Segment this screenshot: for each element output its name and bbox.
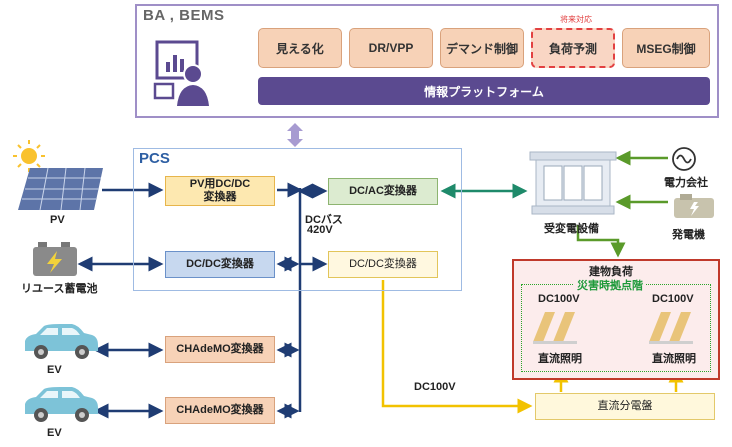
- module-mseg-control: MSEG制御: [622, 28, 710, 68]
- generator-label: 発電機: [672, 229, 705, 241]
- ev-label-2: EV: [47, 427, 62, 439]
- module-load-forecast: 負荷予測: [531, 28, 615, 68]
- pcs-title: PCS: [139, 150, 170, 167]
- module-dr-vpp: DR/VPP: [349, 28, 433, 68]
- utility-label: 電力会社: [664, 177, 708, 189]
- operator-dashboard-icon: [153, 40, 209, 106]
- dc-light-icon: [533, 312, 577, 344]
- solar-panel-icon: [13, 140, 103, 211]
- future-support-note: 将来対応: [560, 15, 592, 24]
- generator-icon: [674, 194, 714, 218]
- pv-dcdc-converter: PV用DC/DC 変換器: [165, 176, 275, 206]
- dc-lighting-left: 直流照明: [538, 353, 582, 365]
- chademo-converter-2: CHAdeMO変換器: [165, 397, 275, 424]
- information-platform: 情報プラットフォーム: [258, 77, 710, 105]
- disaster-base-label: 災害時拠点階: [574, 277, 646, 293]
- dc-lighting-right: 直流照明: [652, 353, 696, 365]
- dc-bus-label: DCバス: [305, 214, 343, 226]
- building-load-title: 建物負荷: [589, 266, 633, 278]
- light-voltage-left: DC100V: [538, 293, 580, 305]
- dc-bus-voltage: 420V: [307, 224, 333, 236]
- module-visualization: 見える化: [258, 28, 342, 68]
- building-dcdc-converter: DC/DC変換器: [328, 251, 438, 278]
- ev-car-icon: [25, 324, 98, 359]
- battery-label: リユース蓄電池: [21, 283, 98, 295]
- dc100v-line-label: DC100V: [414, 381, 456, 393]
- substation-label: 受変電設備: [544, 223, 599, 235]
- light-voltage-right: DC100V: [652, 293, 694, 305]
- bems-title: BA , BEMS: [143, 7, 225, 24]
- storage-dcdc-converter: DC/DC変換器: [165, 251, 275, 278]
- pcs-panel: [133, 148, 462, 291]
- substation-icon: [529, 151, 617, 215]
- ev-car-icon: [25, 387, 98, 422]
- dc-light-icon: [649, 312, 693, 344]
- module-demand-control: デマンド制御: [440, 28, 524, 68]
- chademo-converter-1: CHAdeMO変換器: [165, 336, 275, 363]
- dc-distribution-board: 直流分電盤: [535, 393, 715, 420]
- ev-label-1: EV: [47, 364, 62, 376]
- battery-icon: [33, 242, 77, 276]
- ac-source-icon: [672, 147, 696, 171]
- dcac-converter: DC/AC変換器: [328, 178, 438, 205]
- pv-label: PV: [50, 214, 65, 226]
